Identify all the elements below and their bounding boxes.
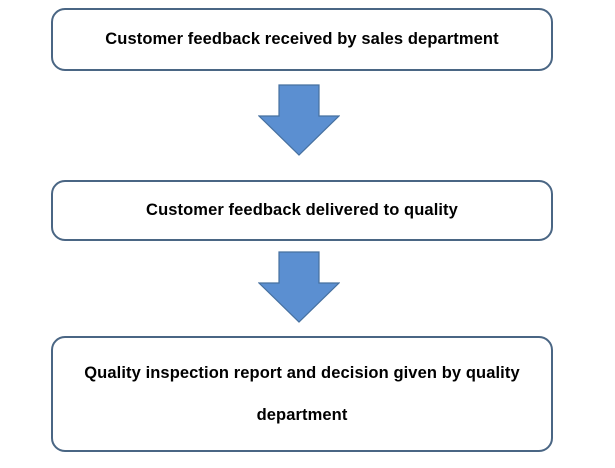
- step-box-feedback-delivered: Customer feedback delivered to quality: [51, 180, 553, 241]
- down-arrow-icon: [258, 251, 340, 323]
- step-box-feedback-received: Customer feedback received by sales depa…: [51, 8, 553, 71]
- step-label-quality-decision: Quality inspection report and decision g…: [84, 364, 520, 424]
- down-arrow-icon: [258, 84, 340, 156]
- step-box-quality-decision: Quality inspection report and decision g…: [51, 336, 553, 452]
- step-label-feedback-received: Customer feedback received by sales depa…: [105, 30, 499, 48]
- step-label-feedback-delivered: Customer feedback delivered to quality: [146, 201, 458, 219]
